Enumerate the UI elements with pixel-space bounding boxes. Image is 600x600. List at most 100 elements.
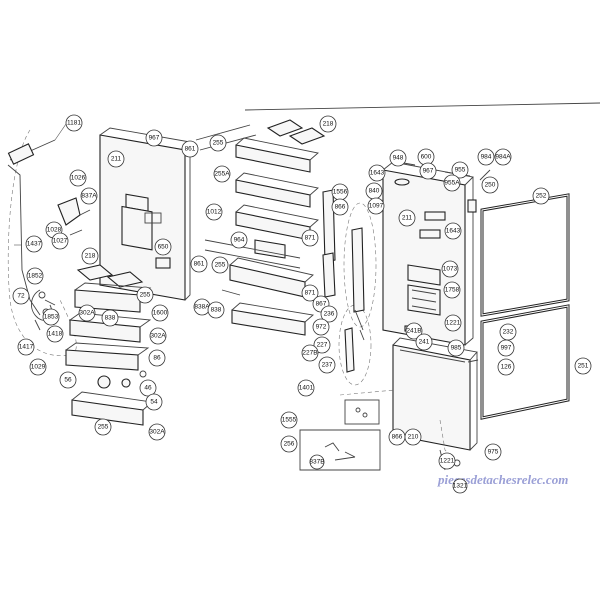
svg-text:54: 54 xyxy=(150,399,158,406)
svg-text:1643: 1643 xyxy=(370,170,385,177)
center-shelves xyxy=(195,119,326,336)
mullion-hinge-parts xyxy=(322,189,377,386)
callout-210: 210 xyxy=(404,428,422,446)
fresh-food-door xyxy=(382,161,491,346)
svg-text:1027: 1027 xyxy=(53,238,68,245)
callout-227b: 227B xyxy=(301,344,319,362)
callout-1556: 1556 xyxy=(331,183,349,201)
callout-1073: 1073 xyxy=(441,260,459,278)
svg-text:236: 236 xyxy=(324,311,335,318)
callout-250: 250 xyxy=(481,176,499,194)
callout-302a-bottom: 302A xyxy=(148,423,166,441)
callout-255-top: 255 xyxy=(209,134,227,152)
callout-837a: 837A xyxy=(80,187,98,205)
callout-56: 56 xyxy=(59,371,77,389)
svg-text:252: 252 xyxy=(536,193,547,200)
svg-text:838: 838 xyxy=(211,307,222,314)
watermark: piecesdetachesrelec.com xyxy=(437,472,568,487)
svg-text:600: 600 xyxy=(421,154,432,161)
callout-1321: 1321 xyxy=(452,478,468,494)
svg-text:838: 838 xyxy=(105,315,116,322)
svg-text:255: 255 xyxy=(215,262,226,269)
callout-1853: 1853 xyxy=(42,308,60,326)
callout-236: 236 xyxy=(320,305,338,323)
callout-1643-top: 1643 xyxy=(368,164,386,182)
callout-967-door: 967 xyxy=(419,162,437,180)
svg-text:251: 251 xyxy=(578,363,589,370)
svg-text:1012: 1012 xyxy=(207,209,222,216)
svg-text:302A: 302A xyxy=(79,310,95,317)
svg-text:866: 866 xyxy=(335,204,346,211)
callout-1221-bottom: 1221 xyxy=(438,452,456,470)
svg-text:1221: 1221 xyxy=(446,320,461,327)
svg-text:126: 126 xyxy=(501,364,512,371)
svg-text:1221: 1221 xyxy=(440,458,455,465)
svg-text:232: 232 xyxy=(503,329,514,336)
svg-text:86: 86 xyxy=(153,355,161,362)
callout-955: 955 xyxy=(451,161,469,179)
callout-838-left: 838 xyxy=(101,309,119,327)
callout-218-top: 218 xyxy=(319,115,337,133)
callout-972: 972 xyxy=(312,318,330,336)
svg-text:1853: 1853 xyxy=(44,314,59,321)
svg-text:1418: 1418 xyxy=(48,331,63,338)
svg-text:72: 72 xyxy=(17,293,25,300)
svg-text:837B: 837B xyxy=(309,459,324,466)
svg-text:1417: 1417 xyxy=(19,344,34,351)
svg-text:955: 955 xyxy=(455,167,466,174)
svg-text:1437: 1437 xyxy=(27,241,42,248)
callout-1012: 1012 xyxy=(205,203,223,221)
callout-975: 975 xyxy=(484,443,502,461)
svg-text:1643: 1643 xyxy=(446,228,461,235)
svg-text:964: 964 xyxy=(234,237,245,244)
callout-1417: 1417 xyxy=(17,338,35,356)
svg-text:1026: 1026 xyxy=(71,175,86,182)
callout-1029: 1029 xyxy=(29,358,47,376)
svg-text:210: 210 xyxy=(408,434,419,441)
callout-1097: 1097 xyxy=(367,197,385,215)
svg-text:255A: 255A xyxy=(214,171,230,178)
svg-text:237: 237 xyxy=(322,362,333,369)
callout-237: 237 xyxy=(318,356,336,374)
svg-text:218: 218 xyxy=(85,253,96,260)
callout-255a: 255A xyxy=(213,165,231,183)
svg-text:1073: 1073 xyxy=(443,266,458,273)
callout-984a: 984A xyxy=(494,148,512,166)
svg-text:1401: 1401 xyxy=(299,385,314,392)
callout-1758: 1758 xyxy=(443,281,461,299)
svg-text:1555: 1555 xyxy=(282,417,297,424)
callout-1418: 1418 xyxy=(46,325,64,343)
svg-text:211: 211 xyxy=(111,156,122,163)
svg-text:985: 985 xyxy=(451,345,462,352)
svg-text:975: 975 xyxy=(488,449,499,456)
callout-232: 232 xyxy=(499,323,517,341)
svg-text:861: 861 xyxy=(194,261,205,268)
callout-251: 251 xyxy=(574,357,592,375)
top-rule xyxy=(244,102,600,111)
svg-text:1600: 1600 xyxy=(153,310,168,317)
callout-964: 964 xyxy=(230,231,248,249)
callout-948: 948 xyxy=(389,149,407,167)
svg-text:211: 211 xyxy=(402,215,413,222)
callout-1852: 1852 xyxy=(26,267,44,285)
svg-text:218: 218 xyxy=(323,121,334,128)
callout-838-center: 838 xyxy=(207,301,225,319)
callout-997: 997 xyxy=(497,339,515,357)
svg-text:241: 241 xyxy=(419,339,430,346)
callout-838a: 838A xyxy=(193,298,211,316)
svg-text:241B: 241B xyxy=(406,328,421,335)
callout-241b: 241B xyxy=(405,322,423,340)
callout-218-left: 218 xyxy=(81,247,99,265)
svg-text:972: 972 xyxy=(316,324,327,331)
svg-text:1029: 1029 xyxy=(31,364,46,371)
svg-text:861: 861 xyxy=(185,146,196,153)
callout-252: 252 xyxy=(532,187,550,205)
svg-text:1097: 1097 xyxy=(369,203,384,210)
ice-chute-parts xyxy=(57,197,91,236)
callout-650: 650 xyxy=(154,238,172,256)
bottom-small-parts xyxy=(299,389,461,471)
callout-241: 241 xyxy=(415,333,433,351)
callout-256: 256 xyxy=(280,435,298,453)
callout-1437: 1437 xyxy=(25,235,43,253)
